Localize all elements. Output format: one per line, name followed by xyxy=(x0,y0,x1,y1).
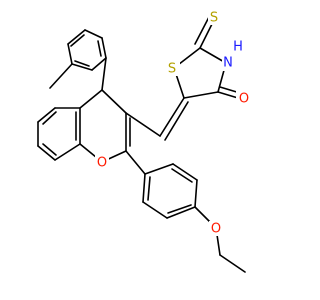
atom-oxygen-carbonyl: O xyxy=(239,92,249,107)
aryl-link-bond xyxy=(125,150,146,175)
ethyl-bond-2 xyxy=(219,254,246,273)
atom-nitrogen: N xyxy=(223,56,233,71)
rhodanine-ring xyxy=(173,47,227,99)
exocyclic-double-bond-b xyxy=(164,101,189,141)
molecule-diagram: S S N H O O O xyxy=(37,10,250,273)
atom-oxygen-pyran: O xyxy=(97,156,107,171)
atom-sulfur-ring: S xyxy=(168,62,176,77)
methylidene-bond xyxy=(125,112,161,137)
benzo-ring xyxy=(37,107,81,161)
tolyl-c4-bond xyxy=(101,57,107,91)
exocyclic-double-bond-a xyxy=(159,97,185,137)
ethoxyphenyl-ring xyxy=(142,163,198,219)
atom-hydrogen: H xyxy=(233,40,243,55)
tolyl-ring xyxy=(67,29,107,71)
methyl-bond xyxy=(49,63,73,89)
atom-oxygen-ether: O xyxy=(211,222,221,237)
atom-sulfur-thione: S xyxy=(210,11,218,26)
pyran-ring xyxy=(79,89,131,163)
structure-canvas: S S N H O O O xyxy=(37,10,250,273)
thione-bond-b xyxy=(194,16,210,45)
carbonyl-bond-a xyxy=(217,91,239,99)
